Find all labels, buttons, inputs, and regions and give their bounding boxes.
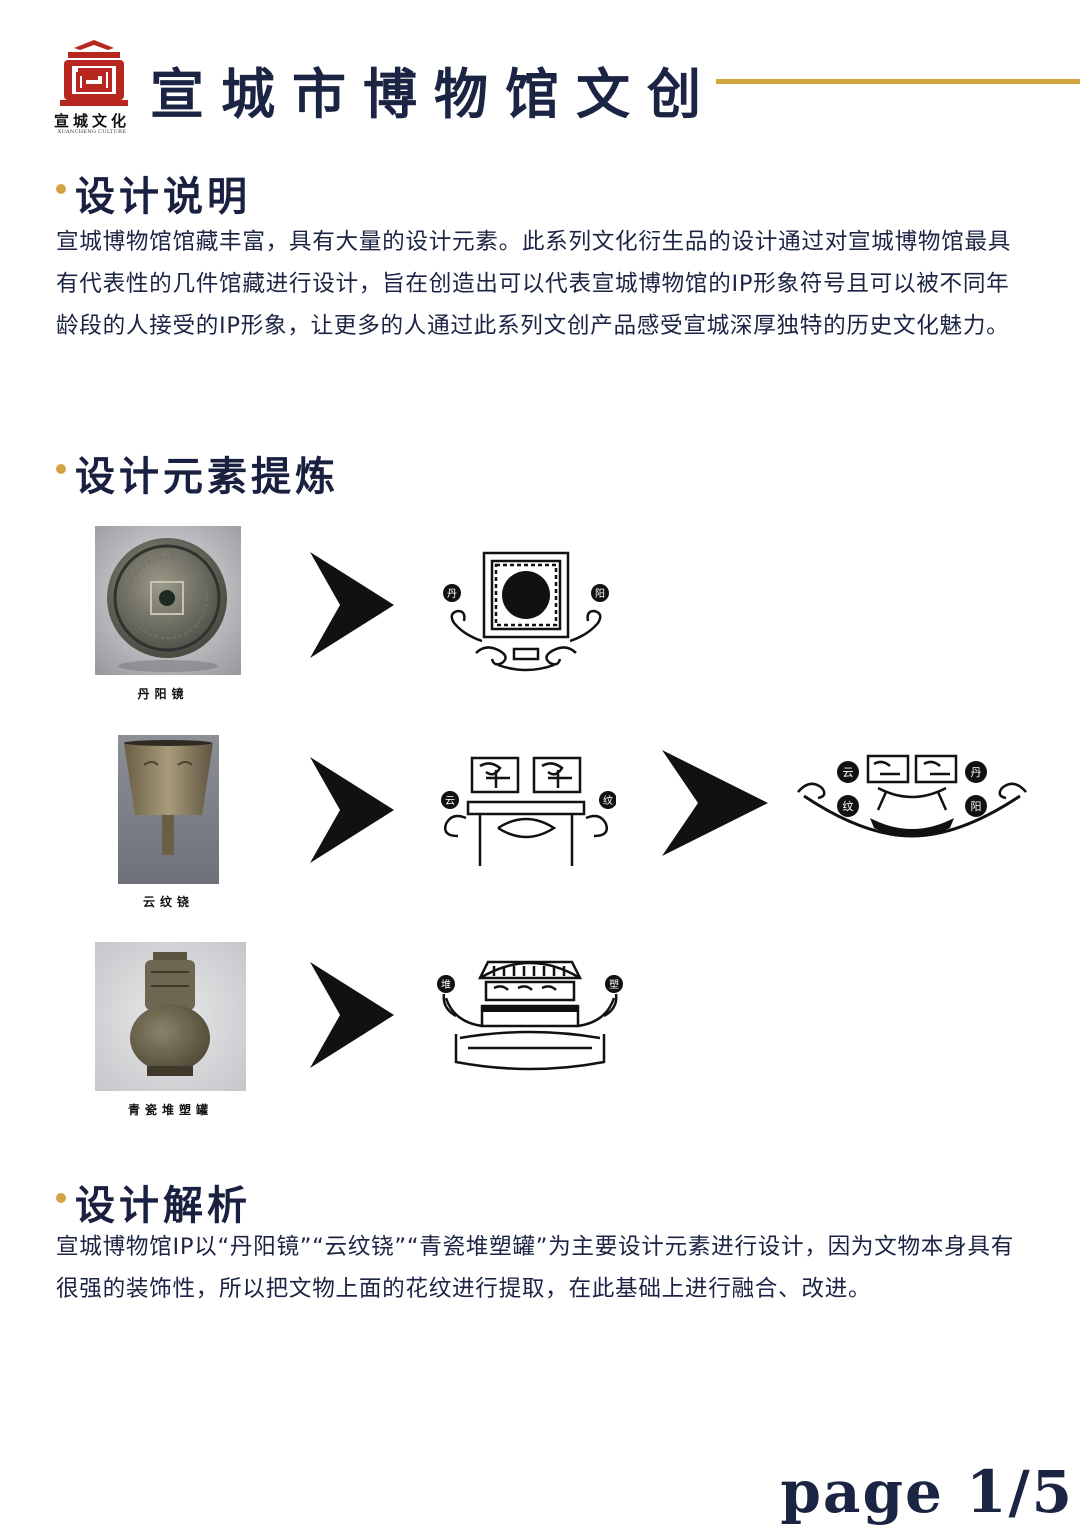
motif-tag: 纹 bbox=[843, 799, 854, 813]
motif-danyang-mirror: 丹 阳 bbox=[436, 545, 616, 675]
motif-combined: 云 纹 丹 阳 bbox=[794, 748, 1030, 844]
museum-logo bbox=[44, 38, 144, 138]
arrow-right-icon bbox=[310, 552, 394, 658]
motif-tag: 阳 bbox=[971, 800, 982, 813]
section-title: 设计元素提炼 bbox=[75, 454, 339, 500]
artifact-photo-danyang-mirror bbox=[95, 526, 241, 675]
arrow-right-icon bbox=[662, 750, 768, 856]
page-title: 宣城市博物馆文创 bbox=[150, 62, 718, 126]
motif-tag: 云 bbox=[445, 796, 455, 807]
motif-tag: 塑 bbox=[609, 979, 619, 991]
bullet-dot bbox=[56, 184, 66, 194]
bullet-dot bbox=[56, 1193, 66, 1203]
section-heading-elements: 设计元素提炼 bbox=[56, 444, 339, 502]
artifact-photo-cloud-nao bbox=[118, 735, 219, 884]
artifact-photo-celadon-jar bbox=[95, 942, 246, 1091]
logo-text: 宣城文化 bbox=[53, 112, 130, 130]
section-title: 设计解析 bbox=[75, 1183, 251, 1229]
arrow-right-icon bbox=[310, 962, 394, 1068]
bullet-dot bbox=[56, 464, 66, 474]
artifact-caption: 云纹铙 bbox=[142, 895, 194, 909]
motif-tag: 丹 bbox=[971, 766, 982, 779]
motif-tag: 堆 bbox=[441, 979, 451, 991]
motif-celadon-jar: 堆 塑 bbox=[432, 948, 628, 1078]
page-number: page 1/5 bbox=[780, 1458, 1074, 1526]
analysis-paragraph: 宣城博物馆IP以“丹阳镜”“云纹铙”“青瓷堆塑罐”为主要设计元素进行设计，因为文… bbox=[56, 1234, 1014, 1302]
section-heading-analysis: 设计解析 bbox=[56, 1173, 251, 1231]
motif-tag: 云 bbox=[843, 766, 854, 779]
section-title: 设计说明 bbox=[75, 174, 251, 220]
arrow-right-icon bbox=[310, 757, 394, 863]
section-heading-intro: 设计说明 bbox=[56, 164, 251, 222]
intro-paragraph: 宣城博物馆馆藏丰富，具有大量的设计元素。此系列文化衍生品的设计通过对宣城博物馆最… bbox=[56, 229, 1012, 339]
artifact-caption: 丹阳镜 bbox=[137, 687, 189, 701]
logo-subtitle: XUANCHENG CULTURE bbox=[57, 129, 127, 135]
motif-tag: 纹 bbox=[603, 794, 613, 807]
logo-emblem-icon bbox=[60, 40, 128, 106]
motif-tag: 阳 bbox=[595, 588, 605, 600]
motif-cloud-nao: 云 纹 bbox=[436, 748, 616, 878]
motif-tag: 丹 bbox=[447, 588, 457, 600]
artifact-caption: 青瓷堆塑罐 bbox=[127, 1103, 213, 1117]
header-rule bbox=[716, 79, 1080, 84]
